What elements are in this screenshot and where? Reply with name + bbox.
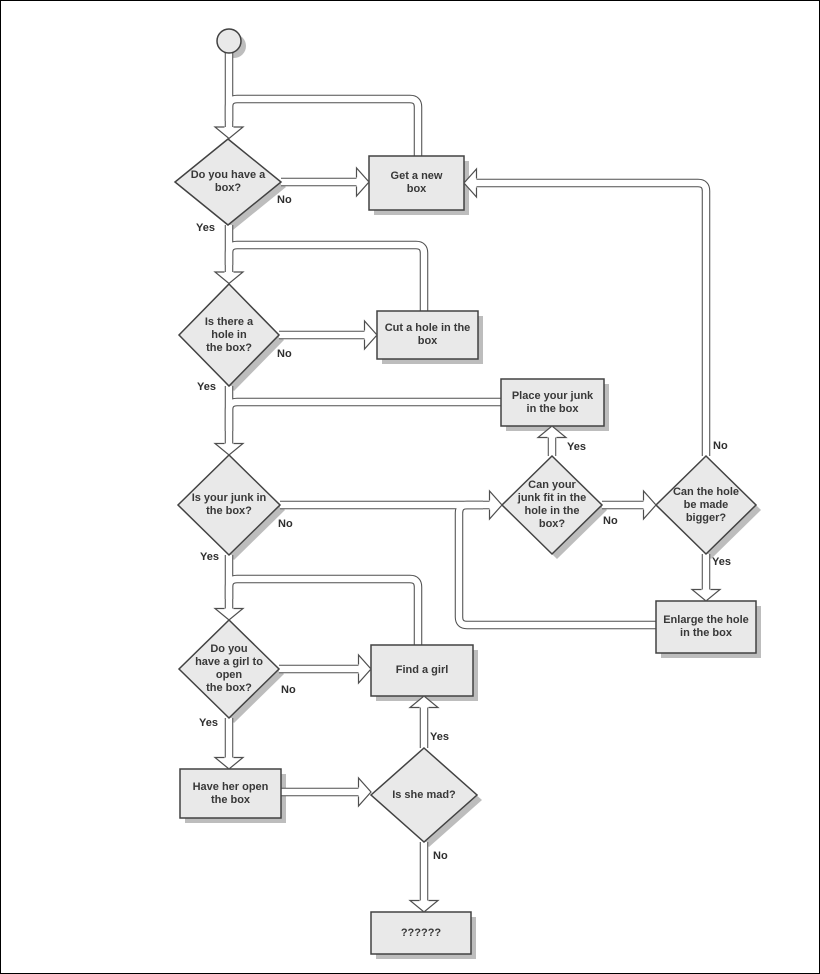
arrowhead-into-have-girl xyxy=(213,607,245,621)
arrowhead-into-have-box xyxy=(213,126,245,140)
process-cut-hole xyxy=(376,310,479,360)
process-place-junk xyxy=(500,378,605,427)
start-node xyxy=(216,28,242,54)
arrowhead-into-hole-bigger xyxy=(642,489,657,521)
decision-junk-in-box xyxy=(177,454,281,556)
arrowhead-into-she-mad xyxy=(357,776,372,808)
arrowhead-into-have-her-open xyxy=(213,756,245,770)
process-have-her-open xyxy=(179,768,282,819)
arrowhead-into-junk-in-box xyxy=(213,442,245,456)
arrowhead-into-enlarge-hole xyxy=(690,588,722,602)
arrowhead-into-find-girl-bottom xyxy=(408,695,440,709)
arrowhead-into-junk-fit xyxy=(488,489,503,521)
merge-place-junk xyxy=(229,402,501,431)
loop-cut-hole xyxy=(229,245,424,311)
arrowhead-into-cut-hole xyxy=(363,319,378,351)
arrowhead-into-find-girl xyxy=(357,653,372,685)
decision-have-girl xyxy=(178,619,280,719)
process-unknown xyxy=(370,911,472,955)
loop-get-new-box xyxy=(229,99,418,156)
arrowhead-into-place-junk xyxy=(536,425,568,439)
process-find-girl xyxy=(370,644,474,697)
decision-hole-in-box xyxy=(178,283,280,387)
arrowhead-into-get-new-box xyxy=(355,166,370,198)
decision-she-mad xyxy=(370,747,478,843)
decision-hole-bigger xyxy=(655,455,757,555)
decision-junk-fit xyxy=(501,455,603,555)
decision-have-box xyxy=(174,138,282,226)
process-enlarge-hole xyxy=(655,600,757,654)
process-get-new-box xyxy=(368,155,465,211)
arrowhead-into-unknown xyxy=(408,899,440,913)
arrowheads xyxy=(213,126,722,913)
arrowhead-into-get-new-box-right xyxy=(463,167,478,199)
loop-find-girl xyxy=(229,579,418,645)
arrowhead-into-hole-in-box xyxy=(213,271,245,285)
